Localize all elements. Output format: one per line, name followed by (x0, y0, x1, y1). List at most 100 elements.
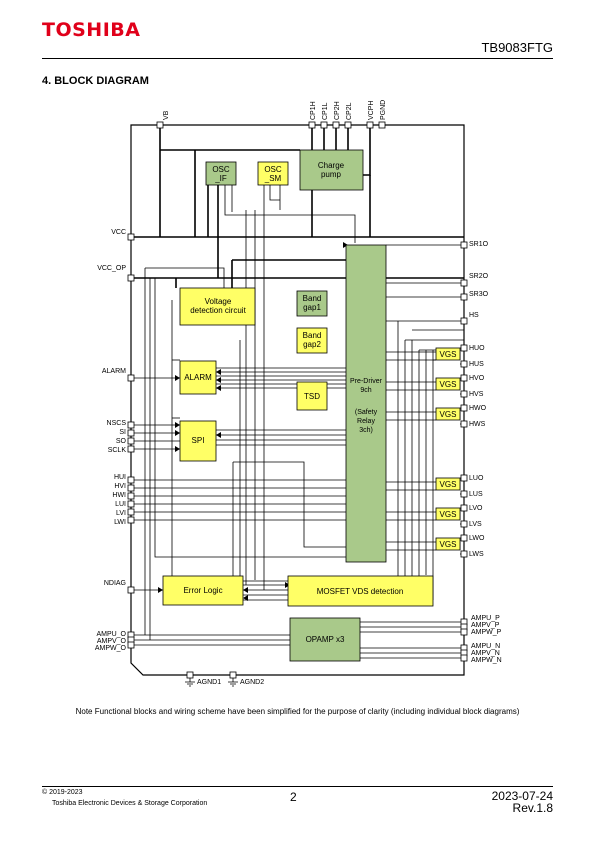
pin-label-hvi: HVI (114, 483, 126, 490)
charge-pump-block (299, 149, 364, 191)
pin-label-sclk: SCLK (108, 447, 127, 454)
pin-label-hvo: HVO (469, 375, 485, 382)
mosfet-vds-block (287, 575, 434, 607)
voltage-detection-label-2: detection circuit (190, 306, 246, 315)
error-logic-label: Error Logic (183, 586, 222, 595)
signal-wiring (131, 185, 464, 682)
pin-label-ampv-n: AMPV_N (471, 650, 500, 657)
pre-driver-block (345, 244, 387, 563)
pin-label-ampv-p: AMPV_P (471, 622, 500, 629)
pin-label-hwi: HWI (112, 492, 126, 499)
voltage-detection-block (179, 287, 256, 326)
pre-driver-label-5: Relay (357, 418, 375, 425)
pin-label-si: SI (119, 429, 126, 436)
pre-driver-label-2: 9ch (360, 387, 371, 394)
mosfet-vds-label: MOSFET VDS detection (317, 587, 404, 596)
pin-label-ampu-p: AMPU_P (471, 615, 500, 622)
osc-sm-block (257, 161, 289, 186)
pin-label-vb: VB (163, 110, 170, 120)
pin-label-hws: HWS (469, 421, 486, 428)
pre-driver-label-1: Pre-Driver (350, 378, 383, 385)
pin-label-huo: HUO (469, 345, 485, 352)
tsd-label: TSD (304, 392, 320, 401)
pin-label-ampv-o: AMPV_O (97, 638, 127, 645)
pre-driver-label-4: (Safety (355, 409, 378, 416)
osc-if-label-1: OSC (212, 165, 230, 174)
pin-label-pgnd: PGND (380, 100, 387, 120)
pin-label-vcph: VCPH (368, 101, 375, 120)
pin-label-hui: HUI (114, 474, 126, 481)
pin-label-ampw-n: AMPW_N (471, 657, 502, 664)
opamp-block (289, 617, 361, 662)
band-gap1-label-2: gap1 (303, 303, 321, 312)
pin-label-lvo: LVO (469, 505, 483, 512)
pin-label-ampw-o: AMPW_O (95, 645, 127, 652)
pin-label-hvs: HVS (469, 391, 484, 398)
vgs-box-lu (435, 477, 461, 491)
pin-label-vcc: VCC (111, 229, 126, 236)
vgs-label-lu: VGS (440, 480, 457, 489)
vgs-box-hv (435, 377, 461, 391)
document-id: TB9083FTG (481, 40, 553, 55)
osc-sm-label-1: OSC (264, 165, 282, 174)
pin-label-ndiag: NDIAG (104, 580, 126, 587)
footer-date: 2023-07-24 (491, 789, 553, 803)
pin-label-vcc-op: VCC_OP (97, 265, 126, 272)
pin-label-sr1o: SR1O (469, 241, 489, 248)
pin-label-ampw-p: AMPW_P (471, 629, 502, 636)
pin-label-hwo: HWO (469, 405, 487, 412)
osc-if-label-2: _IF (214, 174, 227, 183)
band-gap2-label-1: Band (303, 331, 322, 340)
band-gap1-label-1: Band (303, 294, 322, 303)
pin-label-sr2o: SR2O (469, 273, 489, 280)
vgs-label-hw: VGS (440, 410, 457, 419)
pin-label-hus: HUS (469, 361, 484, 368)
pin-label-hs: HS (469, 312, 479, 319)
vgs-label-hv: VGS (440, 380, 457, 389)
spi-label: SPI (192, 436, 205, 445)
pin-label-lvi: LVI (116, 510, 126, 517)
alarm-block (179, 360, 217, 395)
pre-driver-label-6: 3ch) (359, 427, 373, 434)
footer-rule (42, 786, 553, 787)
left-pin-labels: VCC VCC_OP ALARM NSCS SI SO SCLK HUI HVI… (95, 229, 127, 652)
pin-label-agnd1: AGND1 (197, 679, 221, 686)
pin-label-lwo: LWO (469, 535, 485, 542)
spi-block (179, 420, 217, 462)
signal-arrows (158, 242, 348, 601)
osc-if-block (205, 161, 237, 186)
pin-pads (127, 121, 468, 679)
pin-label-lwi: LWI (114, 519, 126, 526)
footer-copyright: © 2019-2023 (42, 789, 83, 796)
bottom-pin-labels: AGND1 AGND2 (197, 679, 264, 686)
toshiba-logo: TOSHIBA (42, 19, 141, 41)
pin-label-ampu-n: AMPU_N (471, 643, 500, 650)
pin-label-so: SO (116, 438, 127, 445)
pin-label-agnd2: AGND2 (240, 679, 264, 686)
voltage-detection-label-1: Voltage (205, 297, 232, 306)
vgs-box-hu (435, 347, 461, 361)
band-gap2-block (296, 327, 328, 354)
pin-label-ampu-o: AMPU_O (96, 631, 126, 638)
footer-company: Toshiba Electronic Devices & Storage Cor… (52, 800, 208, 807)
pin-label-cp1h: CP1H (310, 101, 317, 120)
vgs-blocks: VGS VGS VGS VGS VGS VGS (435, 347, 461, 551)
pin-label-cp2h: CP2H (334, 101, 341, 120)
vgs-box-lw (435, 537, 461, 551)
vgs-label-lv: VGS (440, 510, 457, 519)
section-title: 4. BLOCK DIAGRAM (42, 75, 149, 87)
alarm-block-label: ALARM (184, 373, 212, 382)
charge-pump-label-1: Charge (318, 161, 345, 170)
right-pin-labels: SR1O SR2O SR3O HS HUO HUS HVO HVS HWO HW… (469, 241, 502, 664)
ground-symbols (185, 681, 238, 687)
pin-label-lui: LUI (115, 501, 126, 508)
tsd-block (296, 381, 328, 411)
pin-label-cp1l: CP1L (322, 102, 329, 120)
pin-label-cp2l: CP2L (346, 102, 353, 120)
vgs-box-lv (435, 507, 461, 521)
osc-sm-label-2: _SM (264, 174, 282, 183)
vgs-label-hu: VGS (440, 350, 457, 359)
chip-outline (130, 124, 465, 676)
pin-label-luo: LUO (469, 475, 484, 482)
